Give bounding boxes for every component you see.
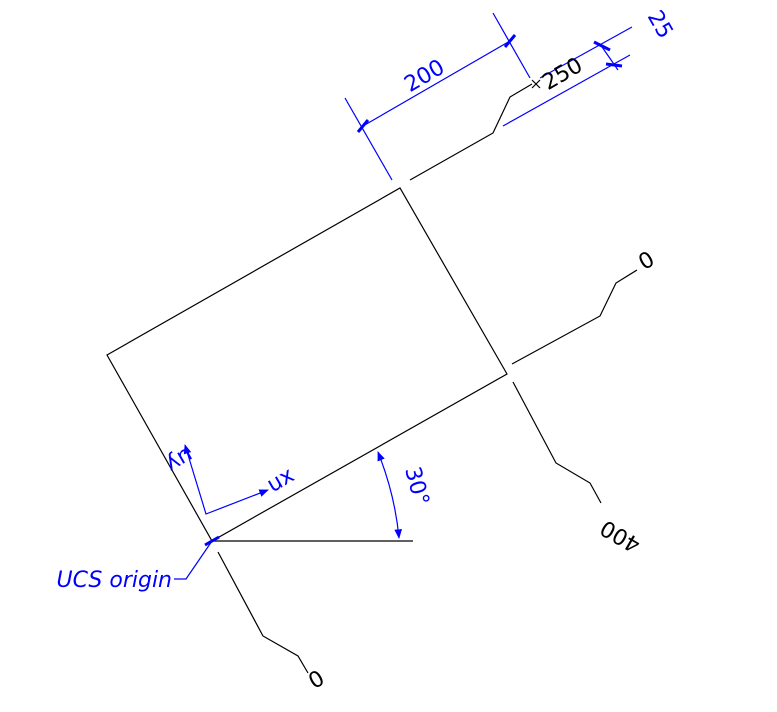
coordinate-0-top-label: 0	[634, 247, 659, 276]
right-leader-0	[511, 269, 638, 365]
coordinate-400-label: 400	[596, 514, 645, 557]
dim-200-tick-right	[503, 34, 517, 48]
dim-200-tick-left	[356, 119, 370, 133]
coordinate-0-bottom-label: 0	[304, 666, 329, 695]
bottom-leader-0	[217, 551, 309, 674]
ucs-origin-leader	[174, 540, 213, 580]
dim-200-line	[362, 40, 511, 127]
angle-label: 30°	[399, 464, 433, 508]
ucs-axes	[183, 444, 269, 515]
rotated-rectangle	[106, 187, 508, 542]
coordinate-cross-b	[531, 79, 541, 89]
dim-200-extension-left	[344, 97, 393, 181]
dim-200-extension-right	[492, 12, 531, 79]
dim-25-tick-top	[593, 40, 611, 52]
dim-25-label: 25	[642, 6, 678, 43]
right-leader-400	[512, 381, 602, 504]
dim-25-line-lower	[502, 54, 631, 127]
top-leader-250	[409, 83, 533, 181]
ucs-y-axis-label: uy	[161, 442, 197, 477]
dim-200-label: 200	[400, 55, 449, 98]
ucs-origin-label: UCS origin	[57, 568, 172, 593]
coordinate-250-label: 250	[538, 53, 587, 96]
ucs-origin-mark	[204, 535, 220, 547]
dim-25-line-upper	[539, 26, 633, 79]
ucs-x-axis-label: ux	[263, 463, 299, 498]
angle-arc	[377, 451, 403, 539]
dim-25-tick-bottom	[605, 62, 623, 68]
